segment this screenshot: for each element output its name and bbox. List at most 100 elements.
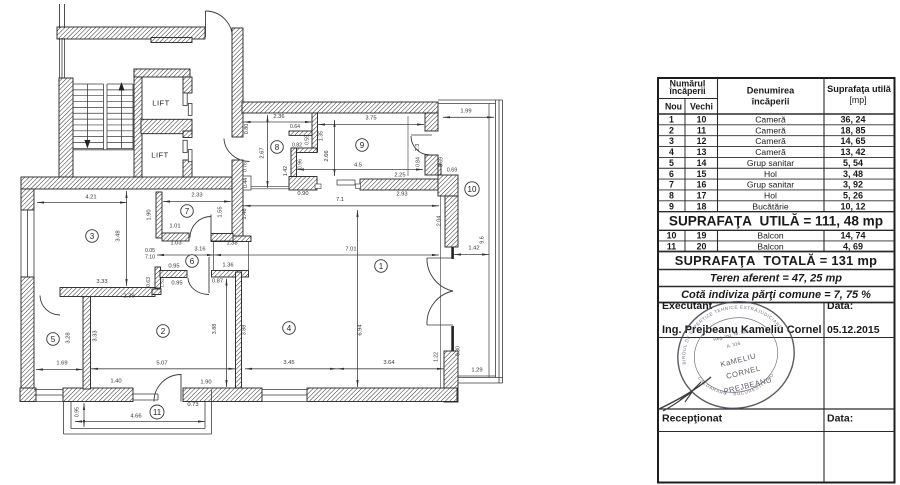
svg-text:2.66: 2.66	[324, 150, 330, 161]
svg-text:4: 4	[287, 324, 292, 333]
svg-text:3.88: 3.88	[242, 325, 248, 336]
svg-text:2.93: 2.93	[396, 192, 407, 198]
svg-text:Cameră: Cameră	[755, 136, 786, 146]
svg-text:6: 6	[669, 169, 674, 179]
svg-text:1.69: 1.69	[56, 361, 67, 367]
svg-text:Data:: Data:	[827, 413, 853, 425]
svg-text:10, 12: 10, 12	[840, 201, 865, 211]
svg-text:1.03: 1.03	[170, 241, 181, 247]
svg-text:5: 5	[669, 158, 674, 168]
svg-text:7.10: 7.10	[145, 255, 155, 261]
svg-text:3.16: 3.16	[194, 247, 205, 253]
svg-text:1.01: 1.01	[169, 224, 180, 230]
svg-text:1.55: 1.55	[218, 206, 224, 217]
svg-text:Grup sanitar: Grup sanitar	[747, 180, 794, 190]
svg-text:8: 8	[669, 190, 674, 200]
svg-text:1.52: 1.52	[160, 278, 166, 288]
svg-text:05.12.2015: 05.12.2015	[827, 324, 880, 336]
svg-text:0.95: 0.95	[171, 281, 182, 287]
svg-text:Bucătărie: Bucătărie	[752, 201, 789, 211]
svg-text:3, 48: 3, 48	[843, 169, 863, 179]
svg-text:1: 1	[379, 262, 384, 271]
svg-text:3.88: 3.88	[212, 324, 218, 335]
svg-text:0.05: 0.05	[145, 248, 155, 254]
svg-text:0.82: 0.82	[292, 143, 302, 149]
svg-text:14, 74: 14, 74	[840, 231, 865, 241]
svg-text:0.69: 0.69	[439, 157, 445, 167]
svg-text:4.21: 4.21	[85, 195, 96, 201]
svg-text:1.29: 1.29	[471, 368, 482, 374]
svg-text:0.80: 0.80	[244, 124, 250, 135]
svg-text:Hol: Hol	[764, 169, 777, 179]
svg-text:16: 16	[697, 180, 707, 190]
svg-text:0.87: 0.87	[212, 279, 223, 285]
svg-text:7: 7	[669, 180, 674, 190]
svg-text:0.44: 0.44	[243, 178, 249, 188]
svg-text:2.25: 2.25	[394, 173, 405, 179]
svg-text:Nou: Nou	[665, 102, 682, 112]
svg-text:6.94: 6.94	[358, 324, 364, 336]
svg-text:9.6: 9.6	[480, 236, 486, 244]
svg-text:0.96: 0.96	[298, 159, 304, 169]
svg-text:0.63: 0.63	[146, 277, 152, 287]
svg-text:3.75: 3.75	[365, 116, 376, 122]
svg-text:15: 15	[697, 169, 707, 179]
svg-text:2: 2	[161, 327, 166, 336]
svg-text:3.48: 3.48	[116, 230, 122, 241]
svg-text:8: 8	[275, 143, 280, 152]
svg-text:Grup sanitar: Grup sanitar	[747, 158, 794, 168]
svg-text:4.5: 4.5	[354, 163, 362, 169]
svg-text:0.95: 0.95	[168, 264, 179, 270]
svg-text:încăperii: încăperii	[751, 97, 790, 107]
svg-text:9: 9	[669, 201, 674, 211]
svg-text:1.46: 1.46	[242, 208, 248, 219]
svg-text:6: 6	[190, 257, 195, 266]
svg-text:[mp]: [mp]	[849, 95, 866, 105]
svg-text:17: 17	[697, 190, 707, 200]
svg-text:Balcon: Balcon	[757, 231, 783, 241]
svg-text:Balcon: Balcon	[757, 241, 783, 251]
svg-text:Numărul: Numărul	[670, 79, 706, 89]
svg-text:1.35: 1.35	[319, 131, 325, 141]
svg-text:Cameră: Cameră	[755, 125, 786, 135]
svg-text:Vechi: Vechi	[690, 102, 713, 112]
svg-text:Ing. Prejbeanu Kameliu Cornel: Ing. Prejbeanu Kameliu Cornel	[662, 324, 822, 336]
svg-text:13: 13	[697, 147, 707, 157]
svg-text:0.59: 0.59	[305, 135, 311, 145]
svg-text:14, 65: 14, 65	[840, 136, 865, 146]
svg-text:SUPRAFAŢA TOTALĂ = 131 mp: SUPRAFAŢA TOTALĂ = 131 mp	[675, 253, 878, 268]
svg-text:1.38: 1.38	[226, 241, 237, 247]
svg-text:4: 4	[669, 147, 674, 157]
svg-text:20: 20	[697, 241, 707, 251]
svg-text:1.22: 1.22	[434, 352, 440, 362]
svg-text:10: 10	[468, 185, 477, 194]
svg-text:Denumirea: Denumirea	[747, 86, 795, 96]
svg-text:4.66: 4.66	[130, 414, 141, 420]
svg-text:1.36: 1.36	[222, 263, 233, 269]
svg-text:Recepţionat: Recepţionat	[662, 413, 723, 425]
svg-text:19: 19	[697, 231, 707, 241]
svg-text:0.64: 0.64	[290, 124, 300, 130]
svg-text:2.36: 2.36	[273, 114, 284, 120]
svg-text:Data:: Data:	[827, 300, 853, 312]
svg-text:Cotă indiviza părţi comune = 7: Cotă indiviza părţi comune = 7, 75 %	[681, 289, 871, 301]
svg-text:3, 92: 3, 92	[843, 180, 863, 190]
svg-text:SUPRAFAŢA UTILĂ = 111, 48 mp: SUPRAFAŢA UTILĂ = 111, 48 mp	[669, 214, 883, 229]
svg-text:11: 11	[697, 125, 706, 135]
svg-text:1.42: 1.42	[468, 246, 479, 252]
svg-text:3.64: 3.64	[383, 360, 395, 366]
svg-text:0.95: 0.95	[75, 407, 81, 417]
svg-text:0.73: 0.73	[187, 402, 198, 408]
svg-text:5, 54: 5, 54	[843, 158, 863, 168]
svg-text:0.76: 0.76	[243, 162, 249, 172]
svg-text:3.33: 3.33	[93, 330, 99, 341]
svg-text:36, 24: 36, 24	[840, 115, 865, 125]
svg-text:3: 3	[669, 136, 674, 146]
svg-text:1.99: 1.99	[460, 109, 471, 115]
svg-text:LIFT: LIFT	[151, 151, 168, 160]
svg-text:Executant: Executant	[662, 300, 713, 312]
svg-text:2.39: 2.39	[123, 294, 134, 300]
svg-text:10: 10	[667, 231, 677, 241]
svg-text:Teren aferent = 47, 25 mp: Teren aferent = 47, 25 mp	[710, 273, 842, 285]
svg-text:5.07: 5.07	[156, 361, 167, 367]
